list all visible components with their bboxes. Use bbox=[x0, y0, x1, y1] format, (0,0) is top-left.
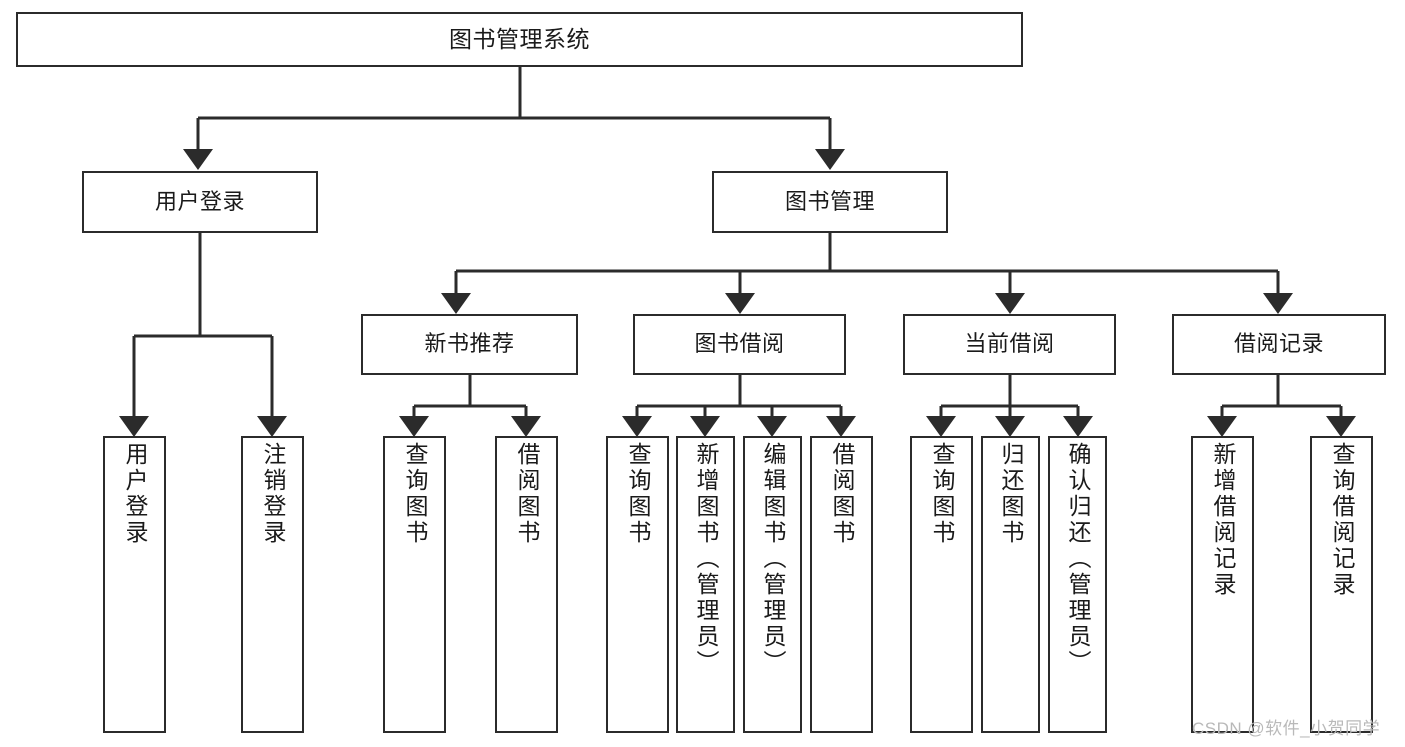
node-label: 新书推荐 bbox=[424, 331, 515, 357]
leaf-borrow-record-add-record[interactable]: 新增借阅记录 bbox=[1191, 436, 1254, 733]
node-label: 用户登录 bbox=[122, 442, 148, 546]
node-user-login[interactable]: 用户登录 bbox=[82, 171, 318, 233]
csdn-watermark: CSDN @软件_小贺同学 bbox=[1192, 719, 1381, 738]
leaf-new-book-borrow-book[interactable]: 借阅图书 bbox=[495, 436, 558, 733]
node-label: 图书借阅 bbox=[694, 331, 785, 357]
node-label: 注销登录 bbox=[260, 442, 286, 546]
leaf-user-login-login[interactable]: 用户登录 bbox=[103, 436, 166, 733]
leaf-borrow-record-query-record[interactable]: 查询借阅记录 bbox=[1310, 436, 1373, 733]
node-label: 借阅图书 bbox=[829, 442, 855, 546]
node-book-borrow[interactable]: 图书借阅 bbox=[633, 314, 846, 375]
node-label: 借阅图书 bbox=[514, 442, 540, 546]
node-label: 图书管理系统 bbox=[449, 26, 590, 53]
node-label: 确认归还（管理员） bbox=[1065, 442, 1091, 676]
node-label: 查询图书 bbox=[402, 442, 428, 546]
node-label: 新增借阅记录 bbox=[1210, 442, 1236, 598]
leaf-current-borrow-query-book[interactable]: 查询图书 bbox=[910, 436, 973, 733]
leaf-book-borrow-query-book[interactable]: 查询图书 bbox=[606, 436, 669, 733]
node-label: 图书管理 bbox=[784, 188, 875, 214]
node-label: 编辑图书（管理员） bbox=[760, 442, 786, 676]
node-label: 查询图书 bbox=[625, 442, 651, 546]
leaf-book-borrow-add-book-admin[interactable]: 新增图书（管理员） bbox=[676, 436, 735, 733]
node-book-management[interactable]: 图书管理 bbox=[712, 171, 948, 233]
node-label: 用户登录 bbox=[154, 188, 245, 214]
node-label: 借阅记录 bbox=[1233, 331, 1324, 357]
leaf-current-borrow-return-book[interactable]: 归还图书 bbox=[981, 436, 1040, 733]
leaf-user-login-logout[interactable]: 注销登录 bbox=[241, 436, 304, 733]
node-root-book-management-system[interactable]: 图书管理系统 bbox=[16, 12, 1023, 67]
leaf-book-borrow-edit-book-admin[interactable]: 编辑图书（管理员） bbox=[743, 436, 802, 733]
node-label: 查询借阅记录 bbox=[1329, 442, 1355, 598]
leaf-current-borrow-confirm-return-admin[interactable]: 确认归还（管理员） bbox=[1048, 436, 1107, 733]
node-current-borrow[interactable]: 当前借阅 bbox=[903, 314, 1116, 375]
node-borrow-record[interactable]: 借阅记录 bbox=[1172, 314, 1386, 375]
node-new-book-recommend[interactable]: 新书推荐 bbox=[361, 314, 578, 375]
leaf-new-book-query-book[interactable]: 查询图书 bbox=[383, 436, 446, 733]
node-label: 当前借阅 bbox=[964, 331, 1055, 357]
node-label: 归还图书 bbox=[998, 442, 1024, 546]
node-label: 查询图书 bbox=[929, 442, 955, 546]
node-label: 新增图书（管理员） bbox=[693, 442, 719, 676]
leaf-book-borrow-borrow-book[interactable]: 借阅图书 bbox=[810, 436, 873, 733]
